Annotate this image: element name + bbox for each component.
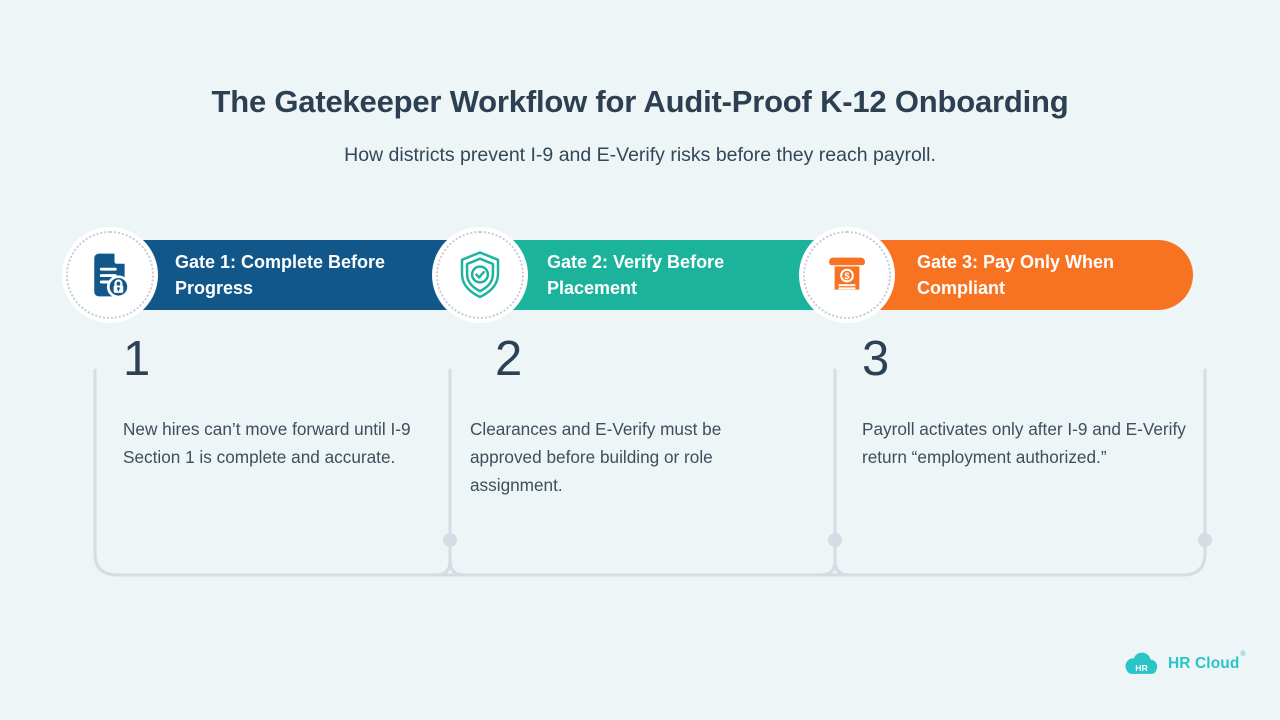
step-2-number: 2	[495, 332, 523, 386]
dotted-ring	[803, 231, 891, 319]
connector-bracket	[93, 368, 1212, 577]
gate-2-banner-label: Gate 2: Verify Before Placement	[547, 251, 725, 299]
gate-1-banner-label: Gate 1: Complete Before Progress	[175, 251, 386, 299]
svg-text:HR: HR	[1135, 663, 1148, 673]
step-1-number: 1	[123, 332, 151, 386]
gate-2-medallion	[432, 227, 528, 323]
cloud-logo-icon: HR	[1125, 652, 1158, 674]
step-3-description: Payroll activates only after I-9 and E-V…	[862, 419, 1186, 467]
hr-cloud-logo: HR HR Cloud®	[1122, 649, 1246, 678]
junction-dot	[443, 533, 457, 547]
junction-dot	[828, 533, 842, 547]
dotted-ring	[66, 231, 154, 319]
junction-dot	[1198, 533, 1212, 547]
shield-check-icon	[460, 251, 500, 299]
page-title: The Gatekeeper Workflow for Audit-Proof …	[211, 84, 1069, 119]
brand-name: HR Cloud	[1168, 654, 1240, 672]
page-subtitle: How districts prevent I-9 and E-Verify r…	[344, 144, 936, 166]
svg-text:$: $	[844, 271, 849, 281]
payroll-receipt-icon: $	[829, 257, 865, 290]
gate-3-medallion: $	[799, 227, 895, 323]
step-1-description: New hires can’t move forward until I-9 S…	[123, 419, 411, 467]
step-2-description: Clearances and E-Verify must be approved…	[470, 419, 722, 495]
step-3-number: 3	[862, 332, 890, 386]
gate-1-banner: Gate 1: Complete Before Progress	[102, 240, 480, 310]
dotted-ring	[436, 231, 524, 319]
gate-3-banner: Gate 3: Pay Only When Compliant	[847, 240, 1193, 310]
gate-3-banner-label: Gate 3: Pay Only When Compliant	[917, 251, 1115, 299]
document-lock-icon	[94, 253, 130, 299]
gate-1-medallion	[62, 227, 158, 323]
gate-2-banner: Gate 2: Verify Before Placement	[480, 240, 847, 310]
trademark-symbol: ®	[1240, 651, 1246, 659]
